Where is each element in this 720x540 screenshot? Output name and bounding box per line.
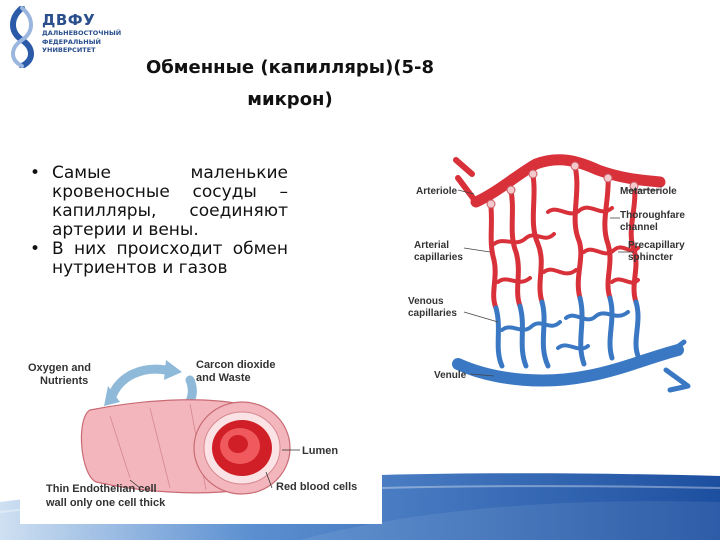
- label-venous-capillaries-1: Venous: [408, 296, 444, 307]
- logo-subtitle-3: УНИВЕРСИТЕТ: [42, 46, 96, 54]
- label-lumen: Lumen: [302, 445, 338, 457]
- university-logo[interactable]: ДВФУ ДАЛЬНЕВОСТОЧНЫЙ ФЕДЕРАЛЬНЫЙ УНИВЕРС…: [4, 4, 121, 70]
- capillary-bed-figure: Arteriole Arterial capillaries Venous ca…: [408, 154, 691, 393]
- label-precapillary-sphincter-2: sphincter: [628, 252, 673, 263]
- capillary-tube: [80, 399, 291, 495]
- label-endothelial-wall-2: wall only one cell thick: [45, 497, 166, 509]
- bullet-item-capillaries: Самые маленькие кровеносные сосуды – кап…: [30, 164, 288, 240]
- label-carbon-dioxide-waste-1: Carcon dioxide: [196, 359, 275, 371]
- label-arterial-capillaries-2: capillaries: [414, 252, 463, 263]
- arterial-vessels: [453, 154, 666, 311]
- label-thoroughfare-channel-2: channel: [620, 222, 658, 233]
- label-venous-capillaries-2: capillaries: [408, 308, 457, 319]
- label-endothelial-wall-1: Thin Endothelian cell: [46, 483, 157, 495]
- slide-title: Обменные (капилляры)(5-8 микрон): [100, 52, 480, 116]
- label-red-blood-cells: Red blood cells: [276, 481, 357, 493]
- label-metarteriole: Metarteriole: [620, 186, 677, 197]
- bullet-item-exchange: В них происходит обмен нутриентов и газо…: [30, 240, 288, 278]
- logo-subtitle-2: ФЕДЕРАЛЬНЫЙ: [42, 37, 101, 46]
- label-arterial-capillaries-1: Arterial: [414, 240, 449, 251]
- precapillary-sphincter-markers: [486, 161, 639, 209]
- label-thoroughfare-channel-1: Thoroughfare: [620, 210, 685, 221]
- label-precapillary-sphincter-1: Precapillary: [628, 240, 685, 251]
- slide-title-line-2: микрон): [247, 89, 333, 110]
- label-arteriole: Arteriole: [416, 186, 458, 197]
- bullet-list: Самые маленькие кровеносные сосуды – кап…: [30, 164, 288, 278]
- label-venule: Venule: [434, 370, 467, 381]
- capillary-cross-section-figure: Oxygen and Nutrients Carcon dioxide and …: [20, 338, 382, 524]
- logo-title: ДВФУ: [42, 11, 96, 29]
- venous-vessels: [452, 295, 691, 393]
- slide-title-line-1: Обменные (капилляры)(5-8: [145, 57, 435, 78]
- label-carbon-dioxide-waste-2: and Waste: [196, 372, 251, 384]
- label-oxygen-nutrients-1: Oxygen and: [28, 362, 91, 374]
- logo-subtitle-1: ДАЛЬНЕВОСТОЧНЫЙ: [42, 29, 122, 37]
- logo-emblem-icon: [10, 6, 34, 68]
- label-oxygen-nutrients-2: Nutrients: [40, 375, 88, 387]
